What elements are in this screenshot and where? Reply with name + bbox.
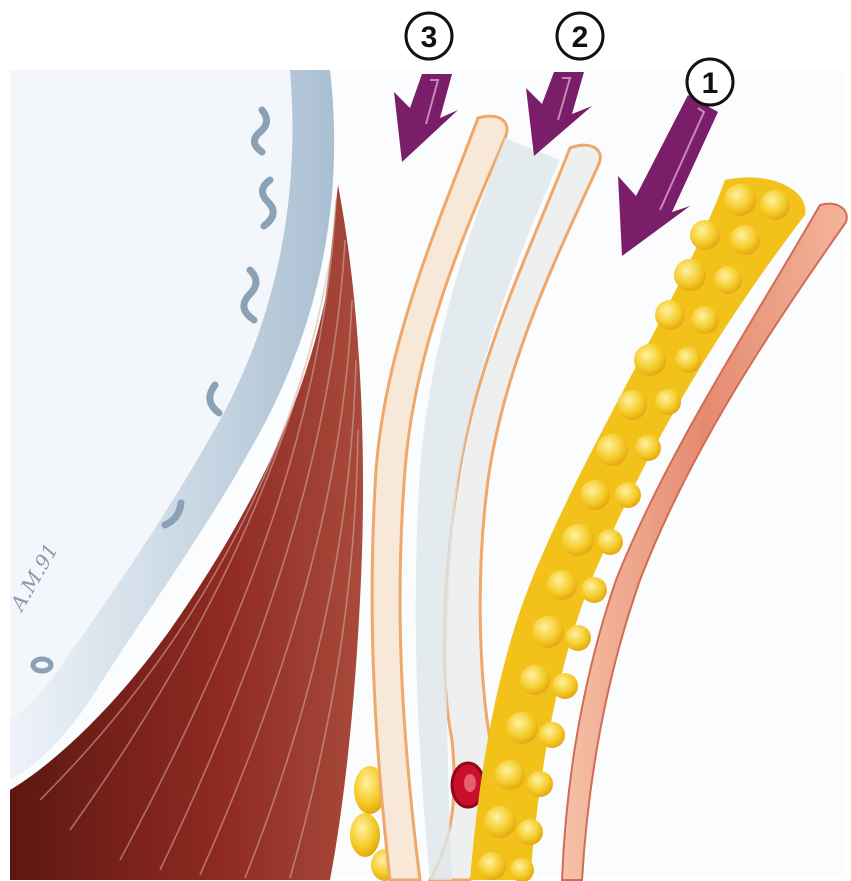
- marker-1: 1: [687, 59, 733, 105]
- marker-3: 3: [406, 13, 452, 59]
- marker-3-label: 3: [421, 21, 438, 54]
- marker-2: 2: [557, 13, 603, 59]
- marker-2-label: 2: [572, 21, 589, 54]
- marker-1-label: 1: [702, 67, 719, 100]
